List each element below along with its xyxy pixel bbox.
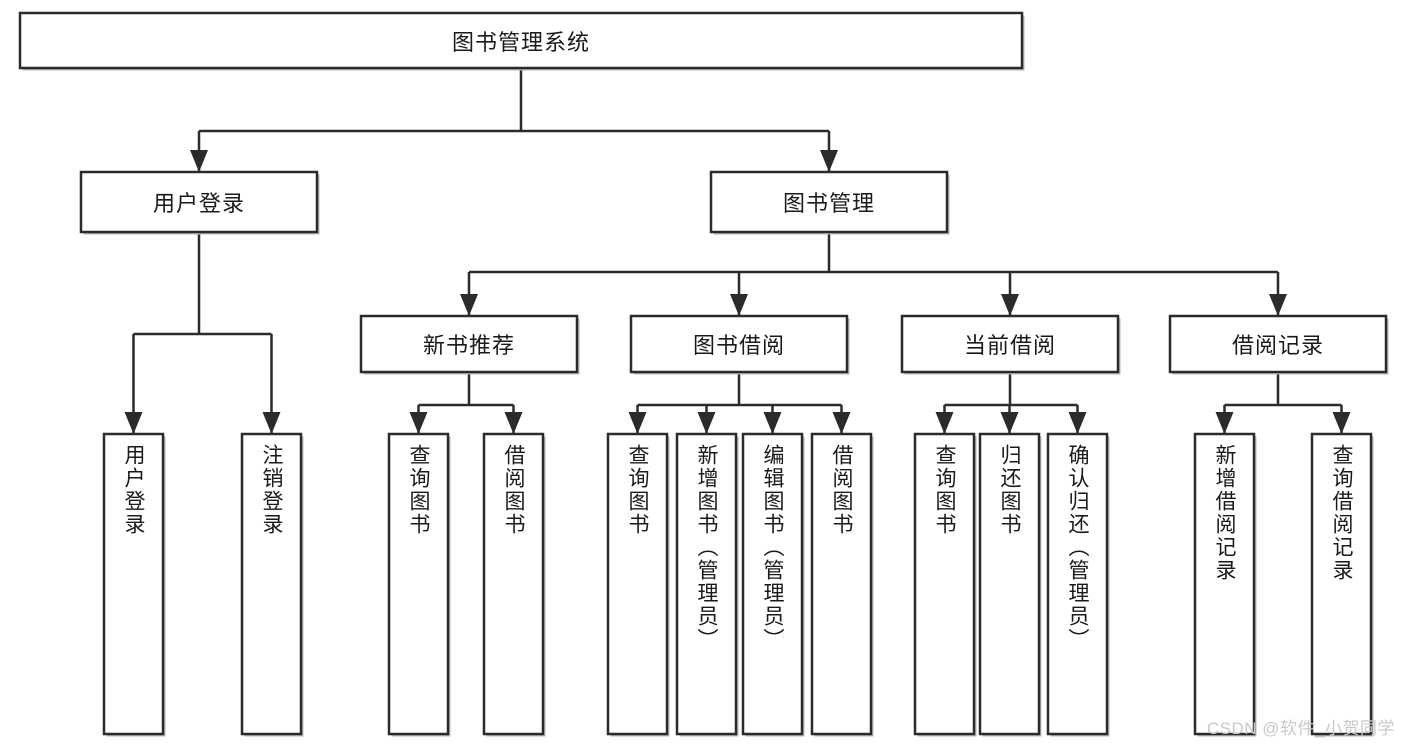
arrow-head-icon [820,150,838,172]
arrow-head-icon [124,412,143,434]
arrow-head-icon [1332,412,1351,434]
node-level3[interactable] [629,314,849,374]
arrow-head-icon [1269,294,1287,316]
node-level3[interactable] [359,314,579,374]
node-leaf[interactable] [978,432,1041,736]
node-root[interactable] [18,11,1024,70]
node-leaf[interactable] [810,432,873,736]
node-leaf[interactable] [240,432,303,736]
arrow-head-icon [1001,294,1019,316]
arrow-head-icon [460,294,478,316]
arrow-head-icon [1215,412,1234,434]
node-level2[interactable] [709,170,949,234]
arrow-head-icon [730,294,748,316]
arrow-head-icon [504,412,523,434]
arrow-head-icon [1068,412,1087,434]
connectors-layer [124,68,1351,434]
arrow-head-icon [190,150,208,172]
node-leaf[interactable] [1193,432,1256,736]
arrow-head-icon [409,412,428,434]
node-leaf[interactable] [741,432,804,736]
arrow-head-icon [697,412,716,434]
arrow-head-icon [262,412,281,434]
node-level2[interactable] [79,170,319,234]
arrow-head-icon [832,412,851,434]
arrow-head-icon [1000,412,1019,434]
arrow-head-icon [935,412,954,434]
boxes-layer [18,11,1389,737]
node-leaf[interactable] [482,432,545,736]
node-level3[interactable] [900,314,1120,374]
arrow-head-icon [628,412,647,434]
node-leaf[interactable] [913,432,976,736]
node-leaf[interactable] [102,432,165,736]
node-leaf[interactable] [606,432,669,736]
node-leaf[interactable] [1046,432,1109,736]
arrow-head-icon [763,412,782,434]
node-leaf[interactable] [675,432,738,736]
node-level3[interactable] [1168,314,1388,374]
node-leaf[interactable] [1310,432,1373,736]
node-leaf[interactable] [387,432,450,736]
